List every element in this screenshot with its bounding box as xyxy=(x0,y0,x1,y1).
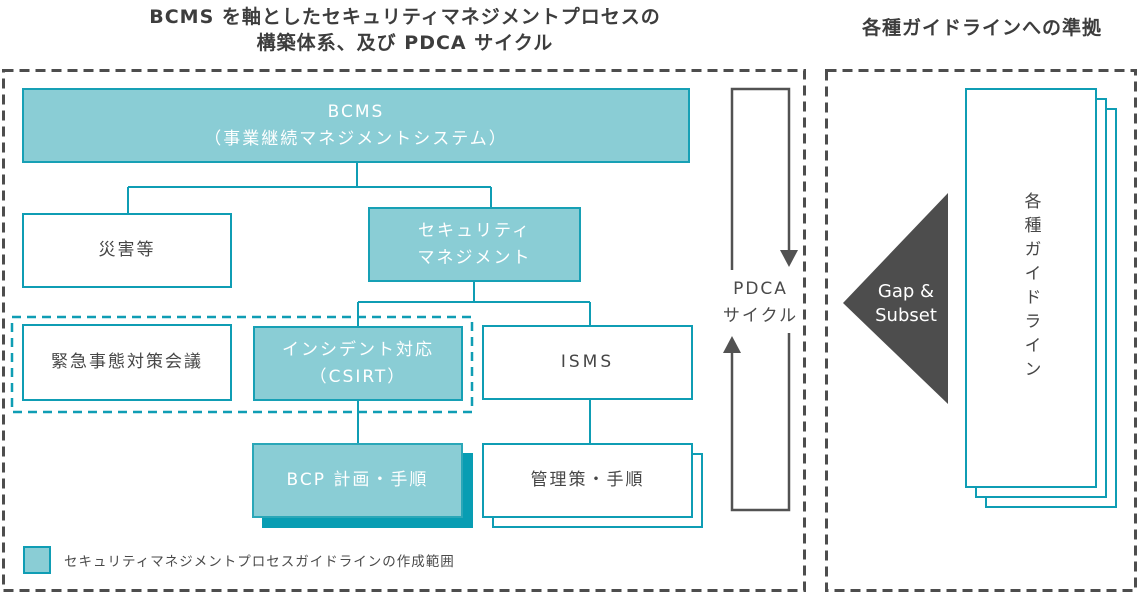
gap-subset-triangle xyxy=(843,193,948,404)
pdca-arrow-down xyxy=(780,250,798,267)
pdca-loop-top xyxy=(730,87,791,270)
emergency-meeting-box: 緊急事態対策会議 xyxy=(22,324,232,401)
connector-secmgmt-children xyxy=(357,282,591,326)
legend-teal-swatch xyxy=(23,546,51,574)
gap-subset-line1: Gap & xyxy=(877,281,935,302)
controls-box-label: 管理策・手順 xyxy=(530,470,645,490)
left-panel-outline xyxy=(2,69,806,592)
bcp-plan-label: BCP 計画・手順 xyxy=(286,470,429,490)
disaster-box: 災害等 xyxy=(22,213,232,288)
pdca-arrow-up xyxy=(723,336,741,353)
pdca-label-line1: PDCA xyxy=(733,279,788,299)
connector-bcms-children xyxy=(127,163,492,213)
scope-dashed-box xyxy=(10,315,474,414)
left-title-line2: 構築体系、及び PDCA サイクル xyxy=(256,32,554,54)
isms-box: ISMS xyxy=(482,325,693,400)
controls-box: 管理策・手順 xyxy=(482,443,693,518)
guidelines-stack-label: 各種ガイドライン xyxy=(1020,192,1041,384)
pdca-label-line2: サイクル xyxy=(722,306,799,326)
gap-subset-line2: Subset xyxy=(875,305,937,326)
bcms-box-line2: （事業継続マネジメントシステム） xyxy=(204,128,508,149)
bcms-box-line1: BCMS xyxy=(327,101,385,122)
guidelines-sheet-front: 各種ガイドライン xyxy=(965,88,1097,488)
left-panel-title: BCMS を軸としたセキュリティマネジメントプロセスの 構築体系、及び PDCA… xyxy=(0,4,810,56)
incident-response-line2: （CSIRT） xyxy=(309,366,407,387)
isms-box-label: ISMS xyxy=(560,352,615,372)
pdca-cycle-label: PDCA サイクル xyxy=(716,276,805,330)
incident-response-line1: インシデント対応 xyxy=(282,339,434,360)
emergency-meeting-label: 緊急事態対策会議 xyxy=(51,352,203,372)
bcms-box: BCMS （事業継続マネジメントシステム） xyxy=(22,88,690,163)
security-management-line1: セキュリティ xyxy=(418,220,531,241)
security-management-box: セキュリティ マネジメント xyxy=(368,207,581,282)
security-management-line2: マネジメント xyxy=(417,247,532,268)
gap-subset-label: Gap & Subset xyxy=(856,280,956,328)
right-panel-outline xyxy=(825,69,1137,592)
pdca-loop-bottom xyxy=(730,333,791,512)
incident-response-box: インシデント対応 （CSIRT） xyxy=(253,326,463,401)
disaster-box-label: 災害等 xyxy=(98,240,156,260)
legend: セキュリティマネジメントプロセスガイドラインの作成範囲 xyxy=(23,546,455,574)
left-title-line1: BCMS を軸としたセキュリティマネジメントプロセスの xyxy=(149,6,661,28)
right-panel-title: 各種ガイドラインへの準拠 xyxy=(861,17,1102,39)
legend-label: セキュリティマネジメントプロセスガイドラインの作成範囲 xyxy=(64,554,455,570)
bcp-plan-box: BCP 計画・手順 xyxy=(252,443,463,518)
